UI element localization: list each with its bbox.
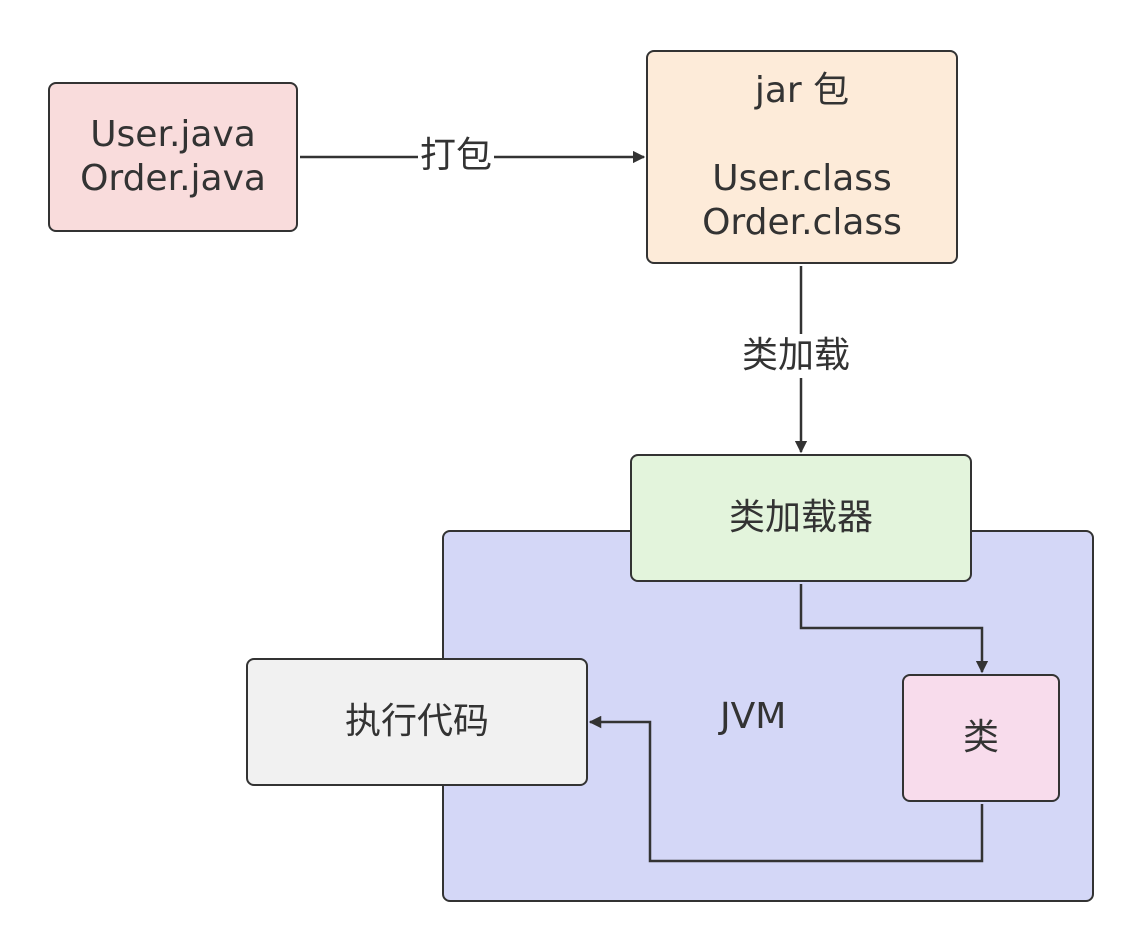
- jar-title: jar 包: [754, 70, 850, 111]
- source-file-user: User.java: [90, 114, 256, 155]
- jar-package-node: jar 包 User.class Order.class: [646, 50, 958, 264]
- edge-label-classload: 类加载: [740, 334, 853, 378]
- class-loader-label: 类加载器: [728, 497, 873, 538]
- class-label: 类: [962, 717, 999, 758]
- class-file-order: Order.class: [702, 202, 902, 243]
- execute-code-label: 执行代码: [344, 701, 489, 742]
- edge-loader-to-class-arrow: [799, 584, 989, 674]
- edge-label-package: 打包: [418, 134, 495, 178]
- class-node: 类: [902, 674, 1060, 802]
- execute-code-node: 执行代码: [246, 658, 588, 786]
- source-files-node: User.java Order.java: [48, 82, 298, 232]
- source-file-order: Order.java: [80, 158, 266, 199]
- class-loader-node: 类加载器: [630, 454, 972, 582]
- jvm-label: JVM: [720, 696, 787, 737]
- class-file-user: User.class: [712, 158, 892, 199]
- edge-class-to-exec-arrow: [588, 715, 984, 863]
